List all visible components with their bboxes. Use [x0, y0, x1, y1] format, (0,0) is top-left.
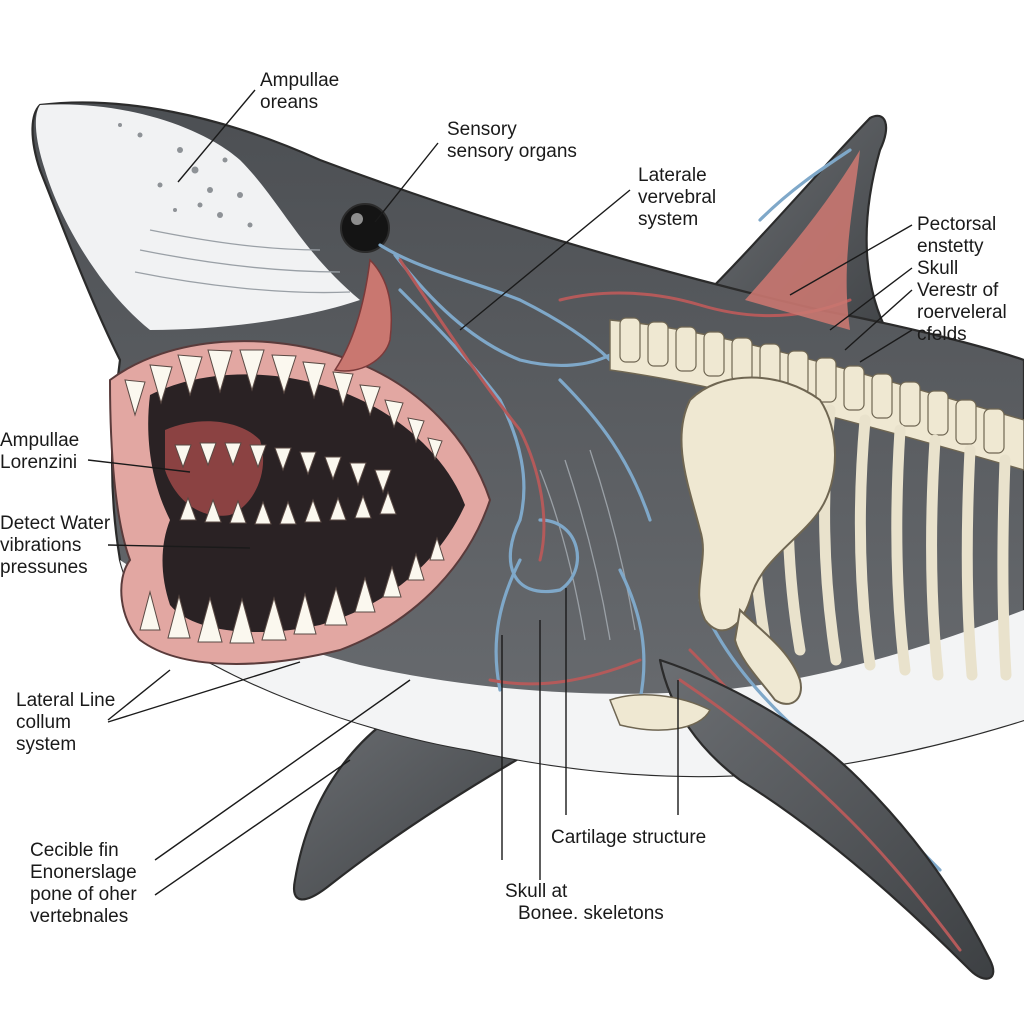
- leader-detect-water: [107, 544, 251, 549]
- leader-sensory-organs: [374, 142, 439, 223]
- labels: Ampullae oreans Sensory sensory organs L…: [0, 70, 1012, 927]
- label-lateral-line: Lateral Line collum system: [16, 690, 121, 755]
- leader-enonerslage: [154, 759, 351, 896]
- gill-slits: [134, 229, 636, 641]
- leader-lateral-line-1: [107, 669, 171, 721]
- label-skull-at: Skull at Bonee. skeletons: [505, 881, 664, 924]
- label-ampullae-lorenzini: Ampullae Lorenzini: [0, 430, 85, 473]
- label-detect-water: Detect Water vibrations pressunes: [0, 513, 115, 578]
- leader-lines: [87, 89, 913, 896]
- dorsal-fin-vessel: [745, 150, 860, 330]
- leader-pectorsal-4: [859, 329, 913, 363]
- middle-teeth: [174, 442, 397, 525]
- ampullae-pores: [118, 123, 253, 228]
- label-cecible-fin: Cecible fin Enonerslage pone of oher ver…: [30, 840, 142, 927]
- leader-pectorsal-3: [844, 289, 913, 351]
- label-ampullae-organs: Ampullae oreans: [260, 70, 345, 113]
- shark-snout-white: [35, 104, 360, 330]
- eye-highlight: [351, 213, 363, 225]
- label-pectorsal: Pectorsal enstetty Skull Verestr of roer…: [917, 214, 1012, 345]
- label-laterale-system: Laterale vervebral system: [638, 165, 721, 230]
- lower-cartilage: [609, 694, 712, 731]
- vertebral-column: [609, 317, 1024, 471]
- head-muscle: [333, 258, 393, 372]
- scapula-bone: [680, 376, 836, 632]
- pectoral-fin-right: [658, 658, 995, 980]
- leader-ampullae-organs: [177, 89, 256, 183]
- leader-pectorsal-1: [789, 224, 913, 296]
- leader-pectorsal-2: [829, 267, 913, 331]
- label-sensory-organs: Sensory sensory organs: [447, 119, 577, 162]
- leader-lateral-line-2: [107, 661, 301, 723]
- shark-illustration: [31, 101, 1024, 980]
- label-cartilage-structure: Cartilage structure: [551, 827, 706, 848]
- pectoral-fin-vessel: [678, 678, 962, 952]
- lower-teeth: [139, 536, 445, 644]
- leader-ampullae-lorenzini: [87, 459, 191, 473]
- leader-laterale-system: [459, 189, 631, 331]
- shark-belly: [120, 560, 1024, 777]
- coracoid-bone: [733, 607, 802, 705]
- leader-cecible-fin: [154, 679, 411, 861]
- upper-teeth: [124, 349, 443, 461]
